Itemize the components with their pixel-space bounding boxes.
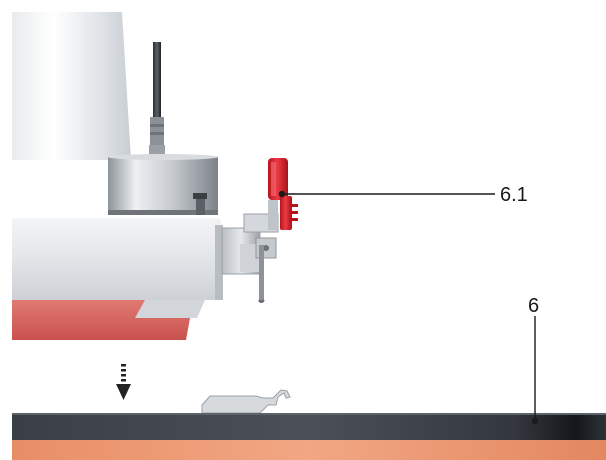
clamp-bracket bbox=[221, 200, 279, 303]
callout-label-6-1: 6.1 bbox=[500, 184, 528, 206]
leader-dot-6-1 bbox=[278, 190, 286, 198]
upper-column bbox=[12, 12, 131, 160]
base-plate bbox=[12, 413, 606, 460]
hook-bracket bbox=[201, 389, 291, 414]
leader-dot-6 bbox=[531, 417, 539, 425]
clamp-lever bbox=[268, 158, 298, 230]
main-body bbox=[12, 215, 223, 300]
callout-label-6: 6 bbox=[528, 295, 539, 317]
housing-grey-flange bbox=[135, 300, 205, 318]
threaded-rod bbox=[149, 42, 165, 157]
down-arrow-icon bbox=[116, 364, 131, 400]
cylinder-housing bbox=[108, 154, 218, 216]
